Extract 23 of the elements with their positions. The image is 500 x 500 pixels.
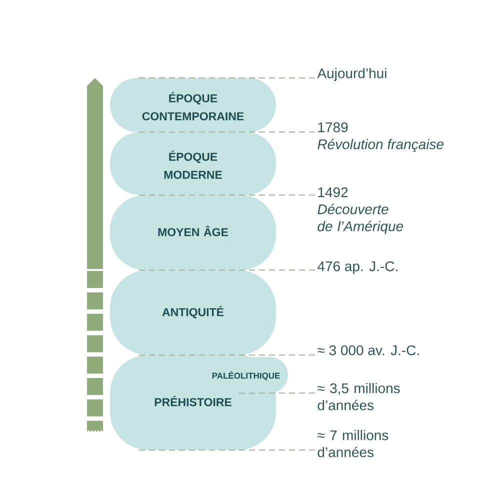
node-label: ÉPOQUE MODERNE: [164, 150, 222, 179]
leader-line: [138, 269, 315, 271]
node-label: ÉPOQUE CONTEMPORAINE: [142, 92, 244, 120]
date-label: ≈ 3 000 av. J.-C.: [318, 345, 419, 356]
period-box: MOYEN ÂGE: [110, 195, 276, 270]
leader-line: [138, 449, 315, 451]
period-box: ÉPOQUE MODERNE: [110, 132, 276, 195]
date-label: ≈ 7 millions d’années: [318, 430, 388, 458]
date-label: ≈ 3,5 millions d’années: [318, 382, 400, 410]
date-label: 476 ap. J.-C.: [318, 261, 398, 274]
leader-line: [237, 392, 315, 394]
node-label: ANTIQUITÉ: [162, 306, 224, 318]
leader-line: [138, 131, 315, 133]
leader-line: [138, 354, 315, 356]
date-label: 1789 Révolution française: [318, 122, 444, 152]
leader-line: [138, 194, 315, 196]
period-box: ÉPOQUE CONTEMPORAINE: [110, 78, 276, 132]
period-box: ANTIQUITÉ: [110, 270, 276, 355]
date-label: Aujourd’hui: [317, 68, 386, 81]
period-box: PALÉOLITHIQUE: [204, 357, 288, 393]
leader-line: [138, 77, 315, 79]
date-label: 1492 Découverte de l’Amérique: [318, 187, 404, 234]
node-label: MOYEN ÂGE: [158, 226, 228, 236]
